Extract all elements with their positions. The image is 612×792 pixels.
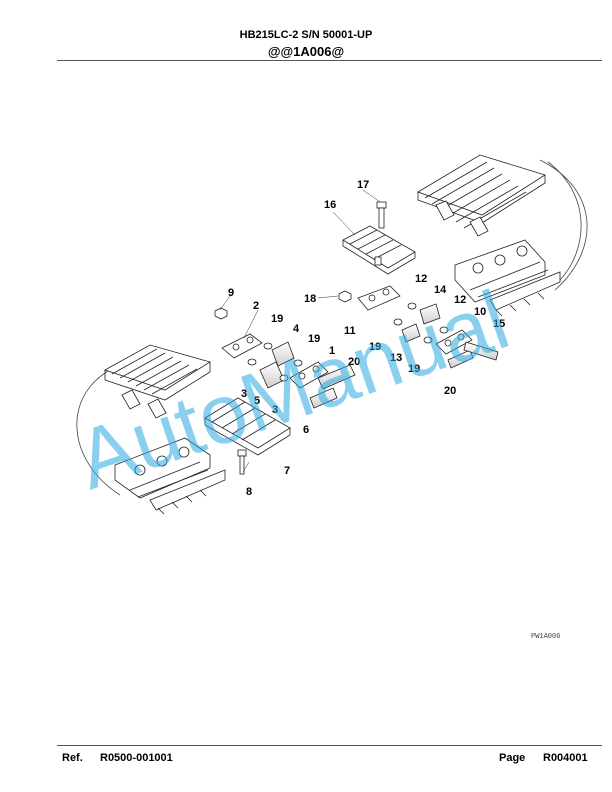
callout-19a: 19	[271, 313, 283, 325]
link-part-11	[357, 285, 401, 311]
callout-13: 13	[390, 352, 402, 364]
track-loop-outline	[76, 159, 588, 496]
footer-divider	[57, 745, 602, 746]
nut-part-9	[214, 307, 228, 320]
header-divider	[57, 60, 602, 61]
bolt-part-8	[237, 449, 247, 475]
page-value: R004001	[543, 752, 588, 764]
upper-right-link-chain	[454, 239, 561, 317]
callout-12a: 12	[415, 273, 427, 285]
lower-left-link-chain	[114, 437, 226, 515]
bushings-and-pins	[259, 303, 499, 409]
callout-4: 4	[293, 323, 300, 335]
nut-part-18	[338, 290, 352, 303]
callout-19b: 19	[308, 333, 320, 345]
callout-19c: 19	[369, 341, 381, 353]
callout-15: 15	[493, 318, 505, 330]
seals-and-washers	[247, 302, 449, 382]
callout-10: 10	[474, 306, 486, 318]
callout-7: 7	[284, 465, 290, 477]
link-part-1	[289, 361, 329, 389]
upper-right-track-shoes	[417, 154, 546, 237]
bolt-part-17	[376, 201, 387, 229]
callout-12b: 12	[454, 294, 466, 306]
diagram-code: @@1A006@	[267, 44, 345, 59]
lower-left-track-shoes	[104, 344, 211, 419]
link-part-10	[435, 329, 473, 355]
callout-11: 11	[344, 325, 356, 337]
callout-18: 18	[304, 293, 316, 305]
callout-6: 6	[303, 424, 309, 436]
track-shoe-part-7	[204, 397, 291, 456]
ref-value: R0500-001001	[100, 752, 173, 764]
callout-9: 9	[228, 287, 234, 299]
callout-labels: 1 2 3 3 4 5 6 7 8 9 10 11 12 12 13 14 15…	[228, 179, 505, 498]
callout-14: 14	[434, 284, 447, 296]
callout-leaders	[219, 189, 381, 473]
callout-3b: 3	[272, 404, 278, 416]
page-label: Page	[499, 752, 526, 764]
image-code: PW1A006	[531, 633, 560, 641]
callout-17: 17	[357, 179, 369, 191]
callout-20b: 20	[444, 385, 456, 397]
callout-8: 8	[246, 486, 252, 498]
link-part-2	[221, 333, 263, 359]
model-title: HB215LC-2 S/N 50001-UP	[239, 29, 373, 41]
callout-5: 5	[254, 395, 260, 407]
callout-1: 1	[329, 345, 335, 357]
callout-3a: 3	[241, 388, 247, 400]
callout-19d: 19	[408, 363, 420, 375]
track-shoe-part-16	[342, 225, 416, 275]
callout-20a: 20	[348, 356, 360, 368]
callout-2: 2	[253, 300, 259, 312]
ref-label: Ref.	[62, 752, 83, 764]
callout-16: 16	[324, 199, 336, 211]
